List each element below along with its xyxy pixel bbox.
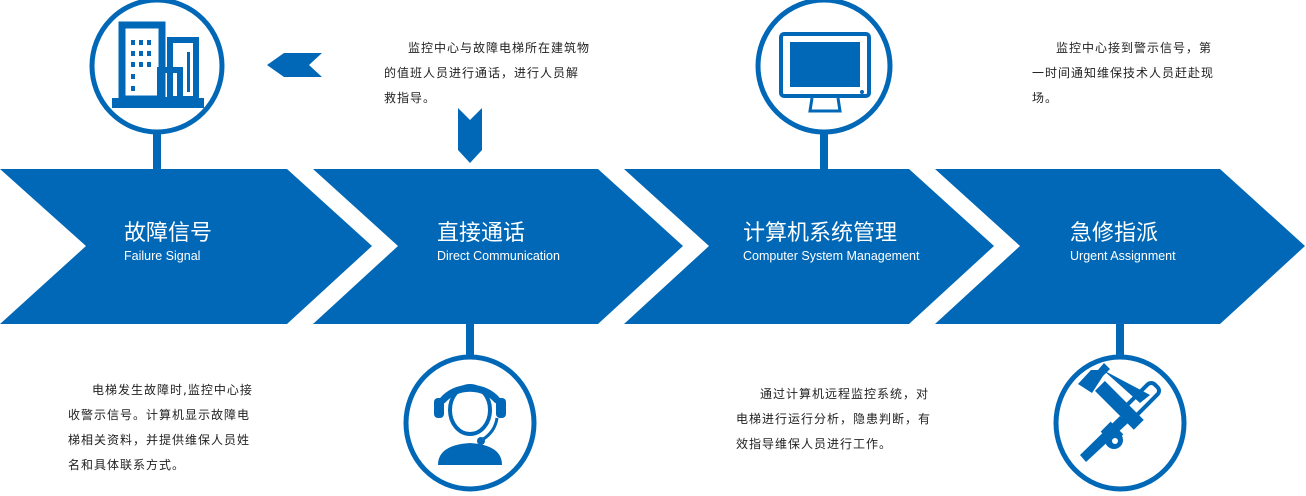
chevron-step-3 [624,169,994,324]
building-icon [112,21,204,108]
step-direct-communication: 直接通话 Direct Communication [437,220,560,264]
step-title-en: Failure Signal [124,249,201,263]
description-text: 监控中心与故障电梯所在建筑物的值班人员进行通话，进行人员解救指导。 [384,41,591,105]
step-title-zh: 直接通话 [437,221,526,246]
headset-agent-icon [434,384,506,465]
chevron-step-2 [313,169,683,324]
step-title-zh: 故障信号 [124,221,213,246]
arrow-down-icon [458,108,482,163]
step-title-zh: 急修指派 [1070,221,1159,246]
description-text: 通过计算机远程监控系统，对电梯进行运行分析，隐患判断，有效指导维保人员进行工作。 [736,387,932,451]
step-title-en: Direct Communication [437,249,560,263]
step-urgent-assignment: 急修指派 Urgent Assignment [1070,220,1176,264]
description-text: 电梯发生故障时,监控中心接收警示信号。计算机显示故障电梯相关资料，并提供维保人员… [68,383,253,472]
step-system-management: 计算机系统管理 Computer System Management [743,220,919,264]
arrow-left-icon [267,53,322,77]
step-title-zh: 计算机系统管理 [743,221,898,246]
description-text: 监控中心接到警示信号，第一时间通知维保技术人员赶赴现场。 [1032,41,1215,105]
description-failure-signal: 电梯发生故障时,监控中心接收警示信号。计算机显示故障电梯相关资料，并提供维保人员… [68,378,260,478]
step-failure-signal: 故障信号 Failure Signal [124,220,212,264]
step-title-en: Urgent Assignment [1070,249,1176,263]
wrench-screwdriver-icon [1078,363,1162,462]
monitor-icon [779,32,871,113]
description-urgent-assignment: 监控中心接到警示信号，第一时间通知维保技术人员赶赴现场。 [1032,36,1222,111]
chevron-step-4 [935,169,1305,324]
description-direct-communication: 监控中心与故障电梯所在建筑物的值班人员进行通话，进行人员解救指导。 [384,36,590,111]
step-title-en: Computer System Management [743,249,920,263]
description-system-management: 通过计算机远程监控系统，对电梯进行运行分析，隐患判断，有效指导维保人员进行工作。 [736,382,932,457]
chevron-step-1 [0,169,372,324]
